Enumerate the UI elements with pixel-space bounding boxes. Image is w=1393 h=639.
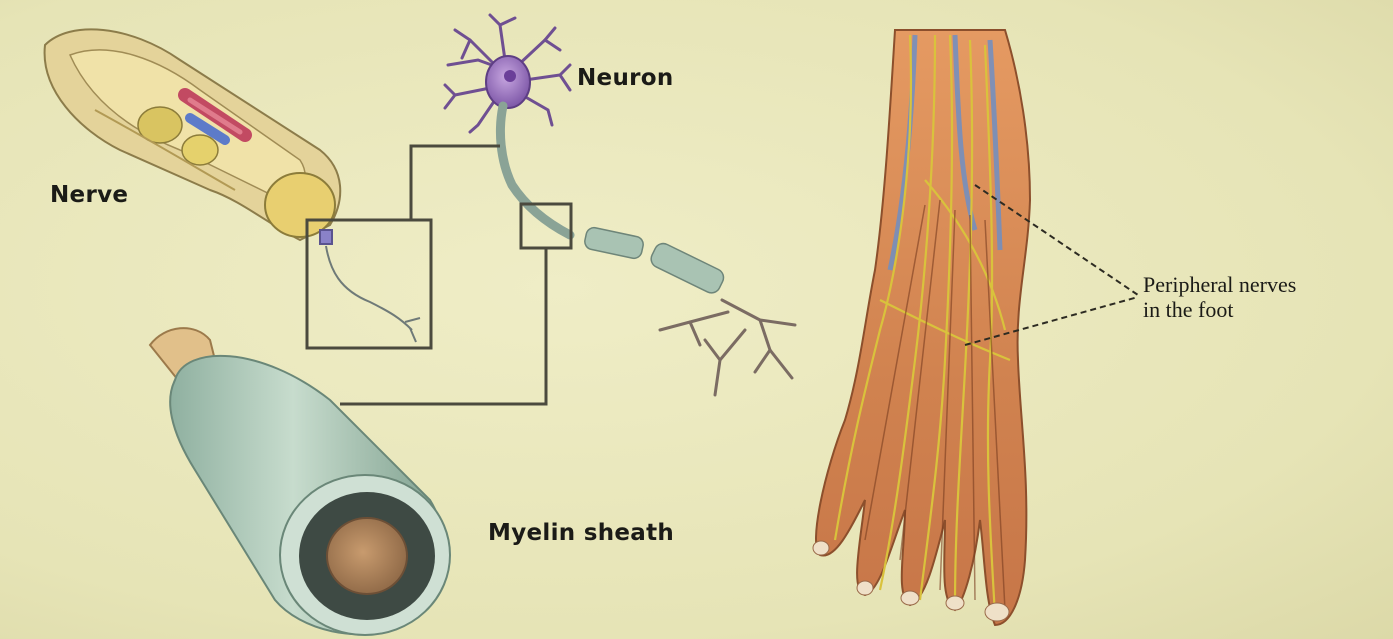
label-nerve: Nerve: [50, 182, 128, 208]
connector-nerve-to-neuron: [411, 146, 500, 220]
foot-illustration: [813, 30, 1138, 625]
zoom-box-neuron: [320, 230, 420, 342]
label-myelin-sheath: Myelin sheath: [488, 520, 674, 546]
zoom-connectors: [307, 146, 571, 404]
connector-axon-to-sheath: [340, 248, 546, 404]
axon: [500, 106, 570, 235]
axon-terminals: [660, 300, 795, 395]
label-neuron: Neuron: [577, 65, 674, 91]
label-peripheral-nerves: Peripheral nerves in the foot: [1143, 272, 1296, 322]
label-peripheral-line2: in the foot: [1143, 297, 1296, 322]
neuron-nucleus: [504, 70, 516, 82]
myelin-sheath-illustration: [150, 328, 450, 635]
myelin-segments: [583, 226, 726, 296]
nerve-illustration: [45, 29, 341, 240]
label-peripheral-line1: Peripheral nerves: [1143, 272, 1296, 297]
neuron-soma: [486, 56, 530, 108]
